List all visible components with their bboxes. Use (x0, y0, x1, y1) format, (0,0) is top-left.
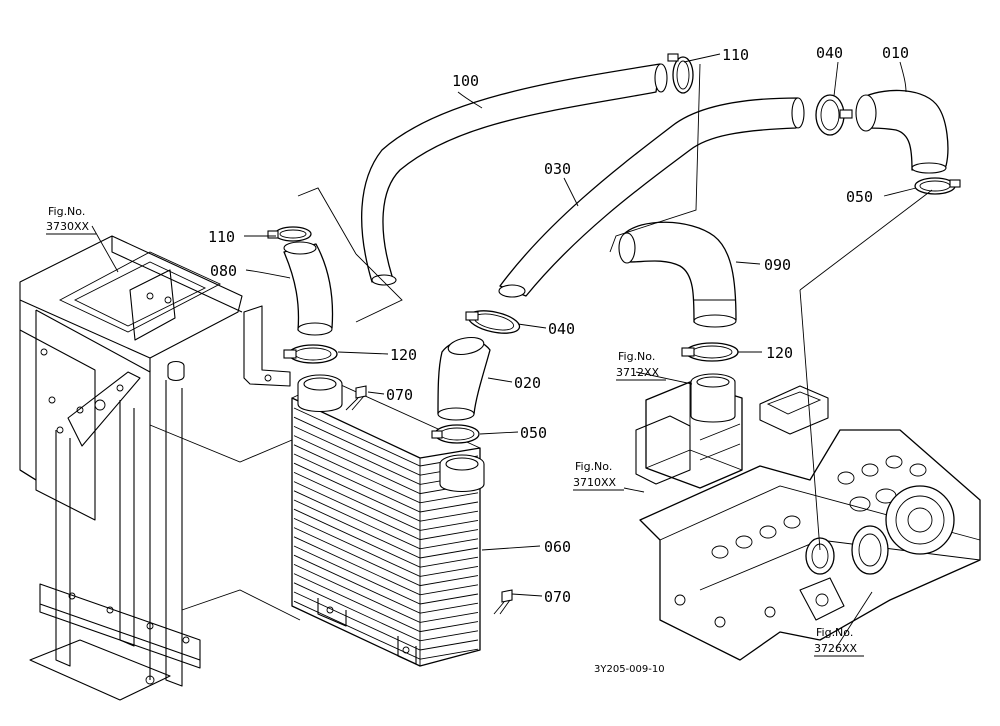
label-050-mid: 050 (520, 424, 547, 442)
clamp-120-right (681, 342, 739, 362)
clamp-050-top (914, 177, 961, 195)
cooler-fin (293, 499, 479, 559)
leader-lines (91, 53, 933, 649)
clamp-120-left (283, 344, 338, 364)
label-060: 060 (544, 538, 571, 556)
clamp-040-top (815, 94, 853, 136)
fig-ref-number: 3726XX (814, 642, 858, 655)
label-070-upper: 070 (386, 386, 413, 404)
bolt-070-upper (345, 385, 367, 411)
label-070-lower: 070 (544, 588, 571, 606)
part-labels: 100 110 040 010 050 030 110 080 090 040 … (208, 44, 909, 606)
cooler-fin (293, 527, 479, 587)
fig-ref-title: Fig.No. (618, 350, 655, 363)
fig-ref-3710xx: Fig.No. 3710XX (573, 460, 624, 491)
label-120-left: 120 (390, 346, 417, 364)
label-040-top: 040 (816, 44, 843, 62)
hose-100 (361, 63, 668, 286)
cooler-fin (293, 471, 479, 531)
label-010: 010 (882, 44, 909, 62)
elbow-010 (855, 89, 949, 174)
cooler-fin (293, 453, 479, 513)
cooler-fin (293, 536, 479, 596)
cooler-fin (293, 462, 479, 522)
drawing-code: 3Y205-009-10 (594, 664, 665, 675)
label-020: 020 (514, 374, 541, 392)
cooler-fin (293, 490, 479, 550)
fig-ref-3730xx: Fig.No. 3730XX (46, 205, 96, 235)
cooler-fin (293, 554, 479, 614)
clamp-110-top (667, 53, 694, 94)
hose-030 (498, 97, 805, 298)
label-030: 030 (544, 160, 571, 178)
cooler-fin (293, 563, 479, 623)
label-120-right: 120 (766, 344, 793, 362)
label-090: 090 (764, 256, 791, 274)
fig-ref-3712xx: Fig.No. 3712XX (616, 350, 666, 381)
fig-ref-number: 3712XX (616, 366, 660, 379)
clamp-040-mid (465, 310, 521, 334)
fig-ref-title: Fig.No. (575, 460, 612, 473)
label-050-top: 050 (846, 188, 873, 206)
radiator-frame-assembly (19, 235, 301, 701)
clamp-110-left (267, 226, 312, 242)
elbow-020 (437, 336, 491, 421)
fig-ref-3726xx: Fig.No. 3726XX (814, 626, 864, 657)
fig-ref-number: 3730XX (46, 220, 90, 233)
cooler-fin (293, 517, 479, 577)
cooler-fin (293, 444, 479, 504)
fig-ref-title: Fig.No. (816, 626, 853, 639)
fig-ref-number: 3710XX (573, 476, 617, 489)
cooler-fin (293, 573, 479, 633)
cooler-fin (293, 582, 479, 642)
bolt-070-lower (493, 589, 513, 615)
cooler-fin (293, 508, 479, 568)
hose-080 (283, 241, 334, 336)
label-040-mid: 040 (548, 320, 575, 338)
engine-block (635, 373, 981, 661)
cooler-fin (293, 591, 479, 651)
elbow-090 (618, 221, 737, 328)
label-110-left: 110 (208, 228, 235, 246)
cooler-fin (293, 600, 479, 660)
cooler-fin (293, 481, 479, 541)
label-080: 080 (210, 262, 237, 280)
cooler-fin (293, 545, 479, 605)
label-100: 100 (452, 72, 479, 90)
intercooler-core (291, 374, 485, 667)
figure-references: Fig.No. 3730XX Fig.No. 3712XX Fig.No. 37… (46, 205, 864, 657)
clamp-050-mid (431, 424, 480, 444)
fig-ref-title: Fig.No. (48, 205, 85, 218)
label-110-top: 110 (722, 46, 749, 64)
